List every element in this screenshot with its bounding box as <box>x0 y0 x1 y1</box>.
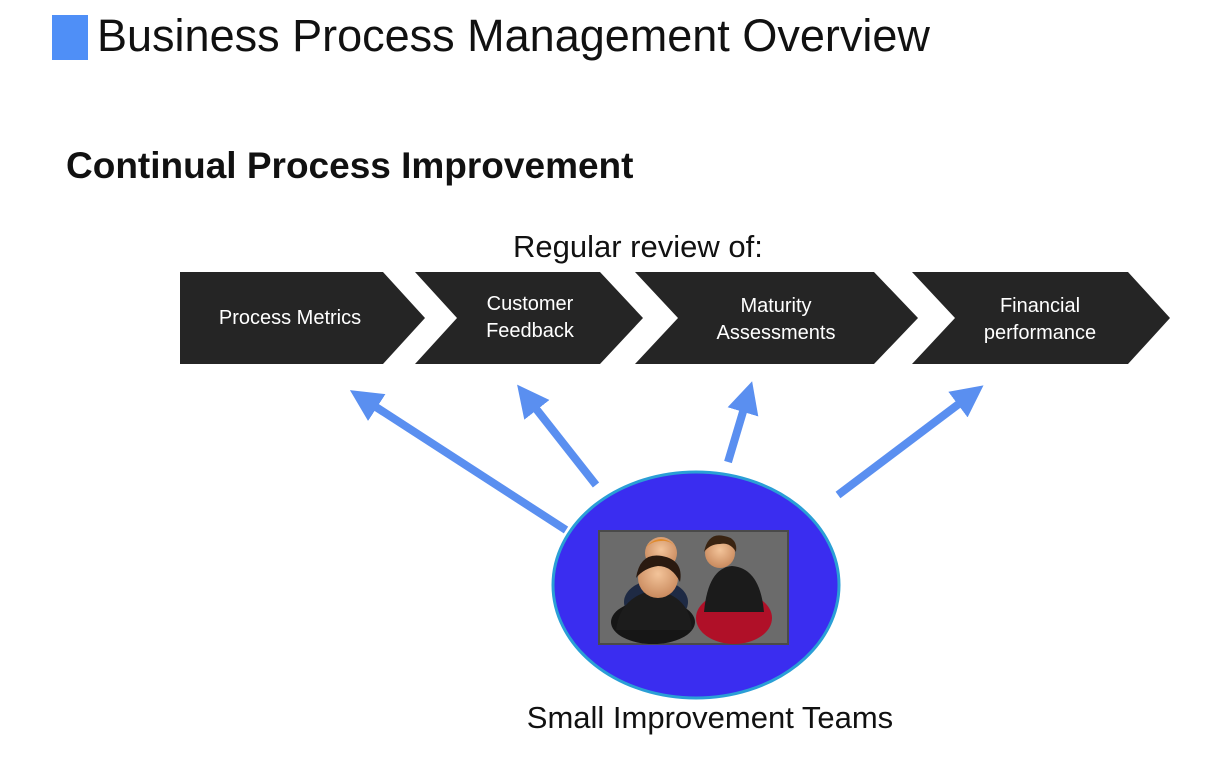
step-label-customer-feedback: Customer Feedback <box>486 293 574 342</box>
people-group-icon <box>598 530 789 645</box>
chevron-customer-feedback <box>415 272 643 364</box>
teams-label: Small Improvement Teams <box>526 700 894 735</box>
review-label: Regular review of: <box>513 229 763 264</box>
title-accent-bar <box>52 15 88 60</box>
step-label-financial-performance: Financial performance <box>983 295 1097 344</box>
arrow-to-financial-performance <box>835 385 984 499</box>
chevron-financial-performance <box>912 272 1170 364</box>
step-label-process-metrics: Process Metrics <box>218 306 362 329</box>
chevron-maturity-assessments <box>635 272 918 364</box>
arrow-to-customer-feedback <box>517 384 600 488</box>
arrow-to-maturity-assessments <box>724 381 759 464</box>
step-label-maturity-assessments: Maturity Assessments <box>716 295 836 344</box>
arrow-to-process-metrics <box>349 390 569 534</box>
chevron-process-metrics <box>180 272 425 364</box>
page-title: Business Process Management Overview <box>97 10 930 61</box>
section-heading: Continual Process Improvement <box>66 145 634 186</box>
